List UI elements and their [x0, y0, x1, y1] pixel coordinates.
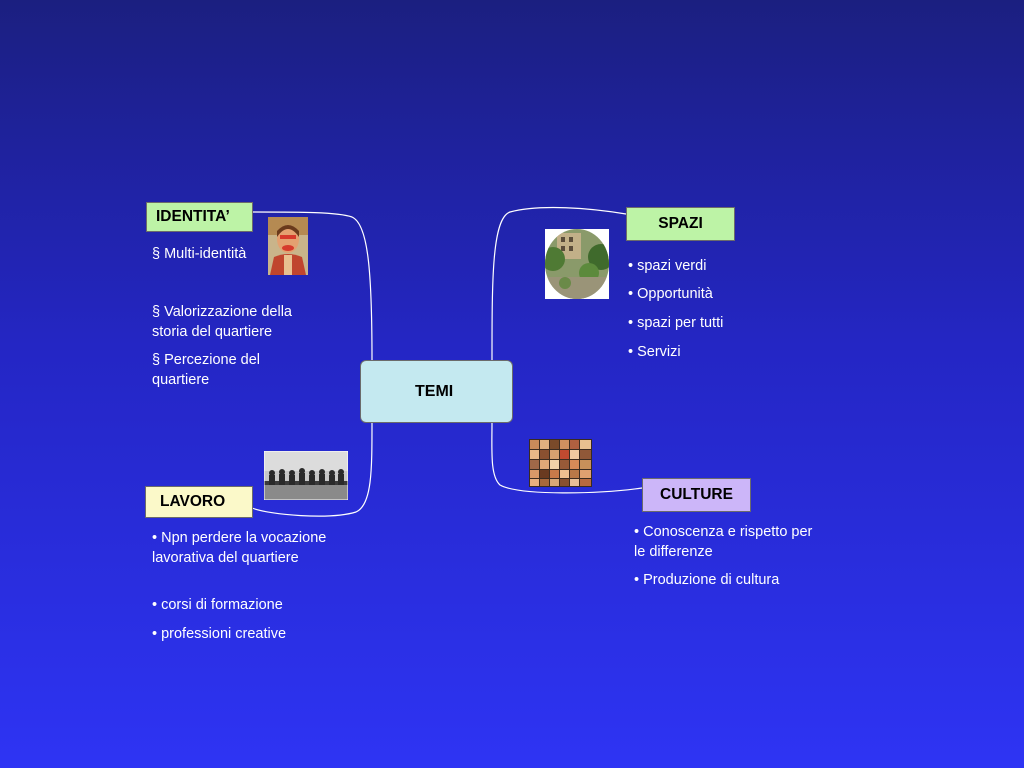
workers-photo-image: [264, 451, 348, 500]
temi-center-box[interactable]: TEMI: [360, 360, 513, 423]
spazi-item-4: • Servizi: [628, 344, 681, 360]
lavoro-label: LAVORO: [160, 493, 226, 510]
lavoro-item-2: • corsi di formazione: [152, 597, 283, 613]
green-space-image: [545, 229, 609, 299]
faces-mosaic-image: [529, 439, 592, 487]
portrait-painting-image: [268, 217, 308, 275]
spazi-item-2: • Opportunità: [628, 286, 713, 302]
culture-item-1: • Conoscenza e rispetto per le differenz…: [634, 524, 813, 560]
spazi-label: SPAZI: [658, 215, 703, 232]
identita-item-2: § Valorizzazione della storia del quarti…: [152, 304, 292, 340]
spazi-box[interactable]: SPAZI: [626, 207, 735, 241]
lavoro-item-3: • professioni creative: [152, 626, 287, 642]
lavoro-item-1: • Npn perdere la vocazione lavorativa de…: [152, 530, 327, 566]
temi-label: TEMI: [415, 382, 454, 400]
connector-culture: [491, 421, 643, 494]
spazi-item-1: • spazi verdi: [628, 258, 707, 274]
culture-item-2: • Produzione di cultura: [634, 572, 780, 588]
identita-item-3: § Percezione del quartiere: [152, 352, 261, 388]
identita-label: IDENTITA’: [156, 208, 230, 225]
identita-item-1: § Multi-identità: [152, 246, 247, 262]
identita-box[interactable]: IDENTITA’: [146, 202, 253, 232]
lavoro-box[interactable]: LAVORO: [145, 486, 253, 518]
connector-spazi: [491, 206, 627, 361]
connector-lavoro: [251, 421, 373, 517]
culture-box[interactable]: CULTURE: [642, 478, 751, 512]
culture-label: CULTURE: [660, 486, 733, 503]
connector-identita: [251, 211, 373, 361]
spazi-item-3: • spazi per tutti: [628, 315, 724, 331]
